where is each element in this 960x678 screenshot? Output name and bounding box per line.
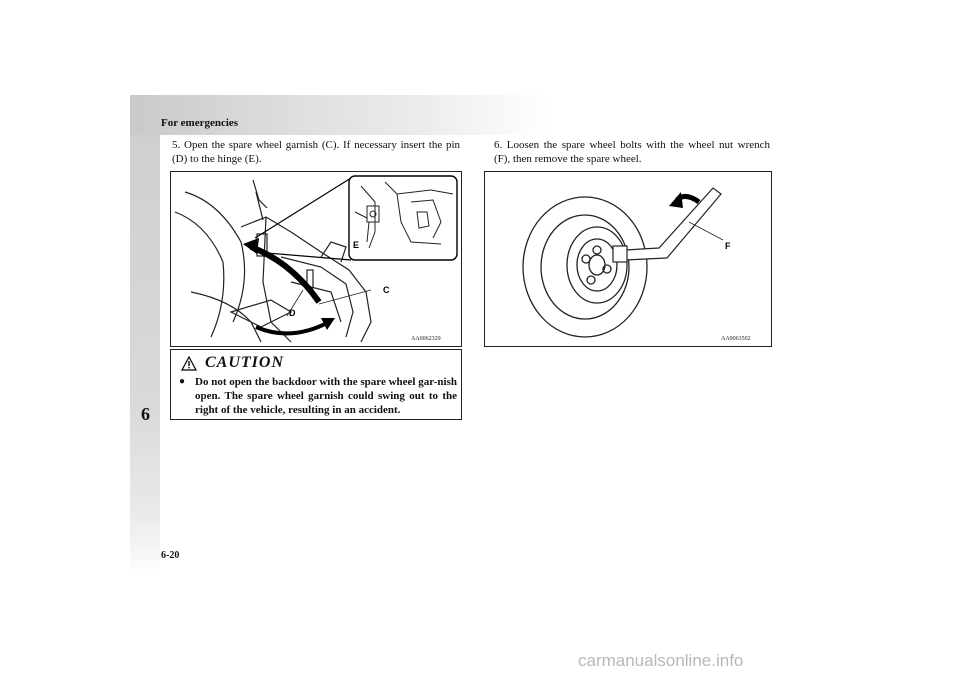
caution-text: Do not open the backdoor with the spare … — [195, 376, 457, 416]
wheel-illustration: F — [522, 187, 731, 338]
caution-header: CAUTION — [181, 354, 284, 372]
watermark[interactable]: carmanualsonline.info — [578, 651, 744, 670]
label-e: E — [353, 240, 359, 250]
label-c: C — [383, 285, 390, 295]
label-d: D — [289, 308, 296, 318]
label-f: F — [725, 241, 731, 251]
chapter-tab: 6 — [141, 404, 150, 424]
header-band — [130, 95, 548, 135]
bullet-icon: ● — [179, 376, 186, 387]
garnish-illustration: C D E — [174, 175, 458, 343]
warning-triangle-icon — [181, 355, 197, 371]
step-6-number: 6. — [494, 139, 503, 151]
page-number: 6-20 — [161, 550, 180, 561]
caution-box: CAUTION ● Do not open the backdoor with … — [170, 349, 462, 420]
step-6: 6. Loosen the spare wheel bolts with the… — [494, 138, 770, 166]
figure-spare-wheel-garnish: C D E AA0062329 — [170, 171, 462, 347]
step-6-text: Loosen the spare wheel bolts with the wh… — [494, 139, 771, 165]
figure-code: AA0063502 — [721, 336, 751, 342]
chapter-side-bar — [130, 135, 160, 578]
figure-wheel-nut-wrench: F AA0063502 — [484, 171, 772, 347]
section-header: For emergencies — [161, 117, 239, 129]
step-5: 5. Open the spare wheel garnish (C). If … — [172, 138, 460, 166]
step-5-number: 5. — [172, 139, 181, 151]
caution-title: CAUTION — [205, 354, 285, 371]
figure-code: AA0062329 — [411, 336, 441, 342]
step-5-text: Open the spare wheel garnish (C). If nec… — [172, 139, 461, 165]
